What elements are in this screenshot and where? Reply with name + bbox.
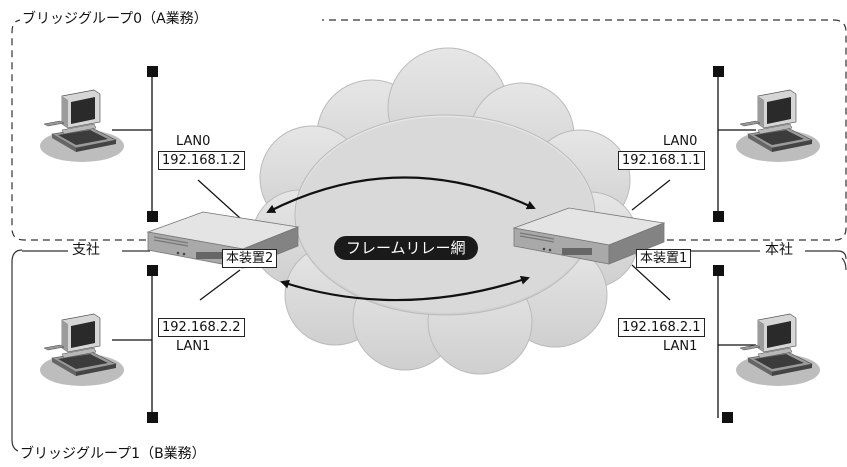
lan-segments [151, 72, 719, 418]
right-lan1-ip: 192.168.2.1 [618, 318, 705, 337]
arrow-upper [266, 176, 536, 213]
right-device-label: 本装置1 [636, 249, 692, 268]
bridge-group-0-region [11, 19, 847, 241]
left-lan0-ip: 192.168.1.2 [158, 151, 245, 170]
bridge-group-0-label: ブリッジグループ0（A業務） [20, 11, 210, 27]
bridge-group-1-region [11, 249, 25, 453]
branch-label: 支社 [72, 242, 100, 258]
left-lan1-ip: 192.168.2.2 [158, 318, 245, 337]
hq-label: 本社 [765, 242, 793, 258]
left-device-label: 本装置2 [222, 249, 278, 268]
right-lan1-label: LAN1 [663, 339, 698, 354]
right-lan0-ip: 192.168.1.1 [618, 151, 705, 170]
pc-right-top [735, 89, 821, 163]
frame-relay-label: フレームリレー網 [334, 236, 478, 260]
left-lan1-label: LAN1 [176, 339, 211, 354]
pc-left-bottom [39, 313, 125, 387]
pc-right-bottom [735, 313, 821, 387]
left-lan0-label: LAN0 [176, 134, 211, 149]
lan-terminators [147, 66, 733, 423]
pc-left-top [39, 89, 125, 163]
bridge-group-1-label: ブリッジグループ1（B業務） [18, 446, 208, 462]
arrow-lower [280, 275, 530, 302]
right-lan0-label: LAN0 [663, 134, 698, 149]
